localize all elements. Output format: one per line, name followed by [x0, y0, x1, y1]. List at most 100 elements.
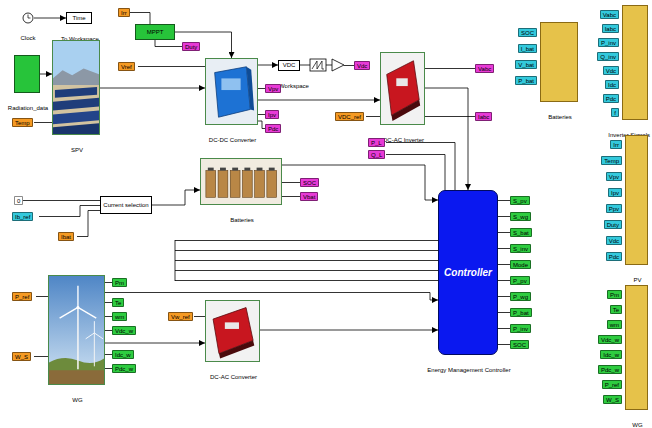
caption-holder: PV — [633, 268, 641, 286]
caption-holder: Batteries — [230, 208, 254, 226]
green-block: MPPT — [135, 24, 175, 40]
caption-holder: WG — [632, 413, 642, 428]
signal-tag: P_ref — [602, 380, 622, 389]
wind-block: WG — [48, 275, 105, 385]
block-caption: Radiation_data — [8, 105, 48, 111]
signal-connector — [152, 190, 200, 205]
signal-tag: Temp — [601, 156, 622, 165]
block-caption: Batteries — [548, 114, 572, 120]
signal-tag: Pdc — [265, 124, 281, 133]
block-caption: Energy Management Controller — [427, 367, 510, 373]
signal-tag: W_S — [12, 352, 31, 361]
block-label: Controller — [444, 267, 492, 279]
signal-tag: Te — [610, 305, 622, 314]
signal-connector — [100, 88, 205, 89]
signal-connector — [258, 65, 278, 66]
signal-tag: S_wg — [510, 212, 531, 221]
block-label: MPPT — [147, 29, 164, 36]
signal-tag: f — [611, 108, 619, 117]
signal-tag: Q_L — [368, 150, 385, 159]
signal-connector — [282, 165, 438, 200]
caption-holder: WG — [72, 388, 82, 406]
bus-block: PV — [625, 135, 648, 265]
signal-tag: Idc — [605, 80, 619, 89]
signal-connector — [260, 330, 438, 331]
signal-tag: Ipv — [608, 188, 622, 197]
label-area: Time — [67, 13, 91, 23]
caption-holder: DC-AC Inverter — [383, 128, 424, 146]
signal-connector — [34, 18, 66, 19]
signal-tag: Idc_w — [600, 350, 622, 359]
signal-connector — [105, 343, 205, 344]
label-area: MPPT — [136, 25, 174, 39]
signal-tag: SOC — [510, 340, 529, 349]
signal-tag: Vpv — [606, 172, 622, 181]
block-label: Time — [72, 15, 85, 22]
pv-block: SPV — [52, 40, 100, 135]
caption-holder: DC-AC Converter — [210, 365, 257, 383]
signal-tag: Vdc — [606, 236, 622, 245]
signal-tag: Duty — [182, 42, 200, 51]
signal-connector — [258, 100, 380, 101]
signal-connector — [175, 32, 232, 58]
signal-tag: S_inv — [510, 244, 531, 253]
ramp-block — [310, 59, 326, 71]
block-caption: DC-AC Converter — [210, 374, 257, 380]
signal-tag: Ibat — [58, 232, 74, 241]
signal-tag: W_S — [603, 395, 622, 404]
box-block: VDCTo Workspace — [278, 60, 300, 71]
signal-connector — [425, 88, 468, 190]
bus-block: WG — [625, 285, 648, 410]
signal-tag: wm — [607, 320, 622, 329]
signal-tag: Idc_w — [112, 350, 134, 359]
signal-tag: SOC — [518, 28, 537, 37]
signal-tag: P_bat — [510, 308, 532, 317]
block-caption: WG — [72, 397, 82, 403]
block-caption: DC-AC Inverter — [383, 137, 424, 143]
converter-picture — [381, 53, 424, 124]
box-block: Current selection — [100, 196, 152, 214]
signal-tag: P_L — [368, 138, 385, 147]
pv-array-picture — [53, 41, 99, 134]
signal-tag: P_pv — [510, 276, 530, 285]
signal-tag: Ipv — [265, 110, 279, 119]
signal-tag: P_inv — [510, 324, 531, 333]
signal-tag: Vdc_w — [112, 326, 136, 335]
label-area: Current selection — [101, 197, 151, 213]
signal-tag: 0 — [14, 196, 23, 205]
batt-block: Batteries — [200, 158, 282, 205]
caption-holder: Energy Management Controller — [427, 358, 510, 376]
signal-tag: Vw_ref — [168, 312, 193, 321]
bconv-block: DC-DC Converter — [205, 58, 258, 125]
signal-tag: VDC_ref — [335, 112, 364, 121]
gain-triangle — [332, 59, 344, 71]
ramp-symbol — [312, 61, 324, 69]
signal-tag: Irr — [610, 140, 622, 149]
caption-holder: DC-DC Converter — [209, 128, 256, 146]
red-block: DC-AC Inverter — [380, 52, 425, 125]
signal-tag: S_bat — [510, 228, 532, 237]
signal-tag: Mode — [510, 260, 531, 269]
signal-tag: Pdc — [606, 252, 622, 261]
signal-tag: Vdc_w — [598, 335, 622, 344]
signal-connector — [40, 74, 52, 75]
signal-tag: I_bat — [518, 44, 537, 53]
signal-tag: Ppv — [606, 204, 622, 213]
caption-holder: Clock — [21, 26, 36, 44]
caption-holder: Batteries — [548, 105, 572, 123]
signal-tag: Ib_ref — [12, 212, 33, 221]
signal-connector — [105, 293, 438, 301]
block-caption: Batteries — [230, 217, 254, 223]
signal-tag: Vabc — [475, 64, 494, 73]
signal-tag: Vdc — [603, 66, 619, 75]
signal-tag: Pm — [607, 290, 622, 299]
bus-block: Inverter Signals — [622, 5, 648, 120]
signal-tag: S_pv — [510, 196, 530, 205]
clock-symbol — [22, 12, 34, 24]
signal-tag: Vpv — [265, 84, 281, 93]
signal-tag: Vref — [118, 62, 135, 71]
signal-tag: P_ref — [12, 292, 32, 301]
block-caption: Clock — [21, 35, 36, 41]
signal-tag: Pdc — [603, 94, 619, 103]
